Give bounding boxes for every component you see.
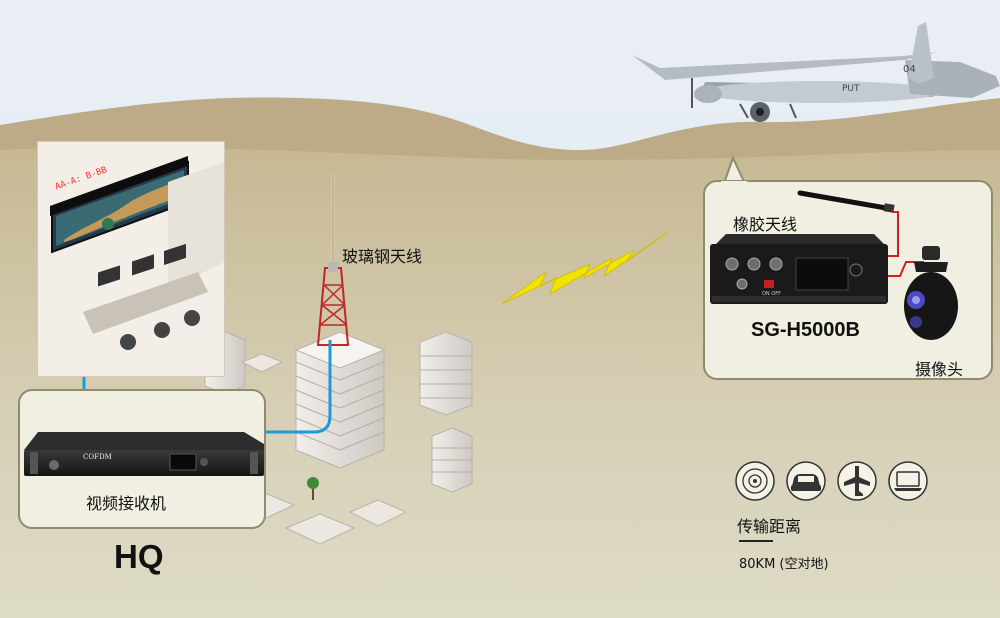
application-icons	[734, 460, 934, 502]
rubber-antenna-label: 橡胶天线	[733, 215, 798, 234]
uav-tail-code: 04	[903, 64, 916, 75]
range-title: 传输距离	[737, 517, 802, 536]
receiver-label: 视频接收机	[86, 494, 167, 513]
tower-signal-icon	[735, 461, 775, 501]
control-room-illustration	[38, 142, 224, 376]
control-room-image	[37, 141, 225, 377]
camera-label: 摄像头	[915, 360, 964, 379]
low-building	[284, 513, 356, 545]
laptop-icon	[888, 461, 928, 501]
low-building	[348, 499, 408, 527]
range-value: 80KM (空对地)	[739, 557, 829, 572]
video-receiver-device	[24, 432, 264, 476]
airplane-icon	[837, 461, 877, 501]
led-ticker	[50, 156, 188, 216]
transmitter-panel	[703, 180, 993, 380]
receiver-rack-illustration	[24, 432, 264, 476]
transmitter-model-label: SG-H5000B	[751, 319, 860, 341]
range-divider	[739, 540, 773, 542]
tx-switch-labels: ON OFF	[762, 291, 781, 297]
uav-drone	[632, 22, 1000, 122]
antenna-tower	[316, 172, 350, 346]
low-building	[240, 353, 284, 373]
hq-label: HQ	[114, 538, 164, 575]
wireless-link-icon	[501, 231, 669, 305]
building	[431, 427, 473, 493]
uav-fuselage-code: PUT	[842, 84, 860, 94]
building	[294, 331, 386, 469]
building	[419, 331, 473, 416]
antenna-tower-label: 玻璃钢天线	[342, 247, 423, 266]
receiver-brand: COFDM	[83, 453, 112, 461]
tree	[307, 477, 319, 500]
car-icon	[786, 461, 826, 501]
